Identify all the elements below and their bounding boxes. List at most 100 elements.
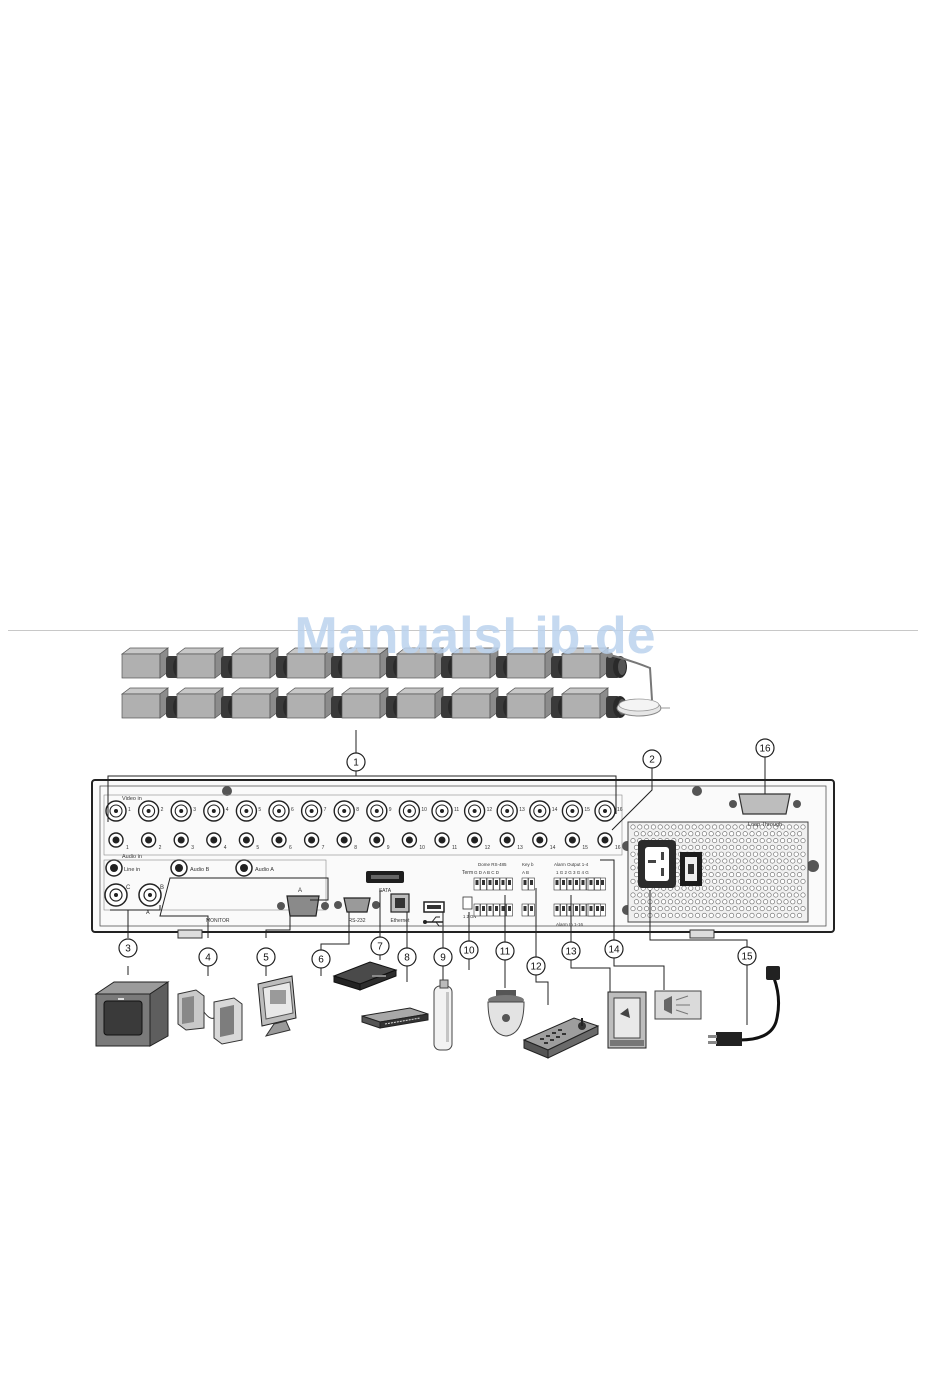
terminal-screw bbox=[573, 877, 580, 891]
rs485-pins: G D A B C D bbox=[474, 870, 500, 875]
audio-input-jack: 14 bbox=[532, 832, 556, 851]
callout-number: 14 bbox=[608, 945, 620, 956]
terminal-screw bbox=[579, 903, 587, 917]
video-input-bnc: 8 bbox=[333, 800, 359, 822]
audio-input-jack: 5 bbox=[238, 832, 259, 851]
terminal-screw bbox=[499, 877, 507, 891]
usb-drive-icon bbox=[433, 979, 453, 1051]
esata-connector: SATA bbox=[366, 871, 404, 894]
terminal-screw bbox=[560, 877, 567, 891]
power-inlet bbox=[638, 840, 676, 888]
audio-channel-label: 7 bbox=[322, 845, 325, 851]
vga-label: A bbox=[298, 888, 302, 894]
callout-marker: 6 bbox=[311, 949, 331, 969]
alarm-output-pins: 1 G 2 G 3 G 4 G bbox=[556, 870, 589, 875]
callout-number: 8 bbox=[404, 953, 410, 964]
page-rule bbox=[8, 630, 918, 631]
network-router-icon bbox=[361, 1007, 429, 1029]
callout-number: 4 bbox=[205, 953, 211, 964]
callout-number: 5 bbox=[263, 953, 269, 964]
video-input-bnc: 3 bbox=[170, 800, 196, 822]
video-input-bnc: 10 bbox=[398, 800, 427, 822]
terminal-screw bbox=[473, 903, 481, 917]
callout-number: 15 bbox=[741, 952, 753, 963]
rs232-connector: RS-232 bbox=[334, 897, 380, 924]
sata-label: SATA bbox=[379, 888, 392, 894]
callout-marker: 11 bbox=[495, 941, 515, 961]
rs485-label: Dome RS-485 bbox=[478, 862, 507, 867]
keyboard-pins: A B bbox=[522, 870, 529, 875]
terminal-screw bbox=[473, 877, 481, 891]
ptz-keyboard-icon bbox=[522, 1017, 600, 1059]
callout-number: 11 bbox=[500, 947, 511, 958]
spot-c-bnc: C bbox=[104, 883, 131, 907]
audio-a-jack: Audio B bbox=[170, 859, 210, 877]
audio-input-jack: 6 bbox=[271, 832, 292, 851]
crt-monitor-icon bbox=[94, 981, 170, 1047]
audio-b-jack: Audio A bbox=[235, 859, 274, 877]
audio-channel-label: 12 bbox=[485, 845, 491, 851]
video-input-bnc: 9 bbox=[366, 800, 392, 822]
rs232-label: RS-232 bbox=[349, 918, 366, 924]
callout-number: 2 bbox=[649, 755, 655, 766]
video-input-bnc: 14 bbox=[529, 800, 558, 822]
audio-channel-label: 8 bbox=[354, 845, 357, 851]
terminal-screw bbox=[594, 877, 601, 891]
dip-switch-label: 1 2 ON bbox=[463, 914, 476, 919]
terminal-screw bbox=[506, 877, 513, 891]
audio-channel-label: 15 bbox=[582, 845, 588, 851]
siren-icon bbox=[654, 990, 702, 1020]
dome-camera-icon bbox=[487, 990, 525, 1037]
door-sensor-icon bbox=[607, 991, 647, 1049]
audio-channel-label: 3 bbox=[191, 845, 194, 851]
audio-input-jack: 3 bbox=[173, 832, 194, 851]
callout-number: 9 bbox=[440, 953, 446, 964]
spot-b-bnc: B bbox=[138, 883, 164, 907]
audio-input-jack: 1 bbox=[108, 832, 129, 851]
callout-leader-lines bbox=[107, 730, 766, 1025]
callout-marker: 7 bbox=[370, 936, 390, 956]
audio-input-jack: 2 bbox=[140, 832, 162, 851]
video-channel-label: 2 bbox=[161, 807, 164, 813]
terminal-screw bbox=[499, 903, 507, 917]
camera-icon bbox=[285, 647, 352, 679]
callout-marker: 15 bbox=[737, 946, 757, 966]
callout-marker: 12 bbox=[526, 956, 546, 976]
audio-input-jack: 10 bbox=[401, 832, 425, 851]
video-channel-label: 9 bbox=[389, 807, 392, 813]
loop-through-label: Loop Through bbox=[748, 822, 782, 828]
video-channel-label: 8 bbox=[356, 807, 359, 813]
vga-connector: A bbox=[277, 888, 329, 917]
callout-number: 13 bbox=[565, 947, 577, 958]
terminal-screw bbox=[579, 877, 587, 891]
audio-input-jack: 4 bbox=[206, 832, 227, 851]
terminal-screw bbox=[521, 877, 529, 891]
terminal-screw bbox=[594, 903, 601, 917]
keyboard-label: Key b bbox=[522, 862, 534, 867]
callout-marker: 2 bbox=[642, 749, 662, 769]
audio-channel-label: 4 bbox=[224, 845, 227, 851]
video-input-bnc: 6 bbox=[268, 800, 294, 822]
terminal-screw bbox=[560, 903, 567, 917]
video-input-bnc: 7 bbox=[300, 800, 327, 822]
external-storage-icon bbox=[332, 961, 398, 991]
terminal-screw bbox=[493, 903, 500, 917]
terminal-screw bbox=[566, 903, 574, 917]
power-cable-icon bbox=[708, 966, 781, 1046]
terminal-screw bbox=[566, 877, 574, 891]
callout-marker: 16 bbox=[755, 738, 775, 758]
callout-number: 7 bbox=[377, 942, 383, 953]
lcd-monitor-icon bbox=[257, 975, 297, 1037]
video-channel-label: 16 bbox=[617, 807, 623, 813]
video-input-bnc: 16 bbox=[594, 800, 623, 822]
callout-number: 10 bbox=[463, 946, 475, 957]
video-channel-label: 15 bbox=[584, 807, 590, 813]
terminal-screw bbox=[493, 877, 500, 891]
speakers-icon bbox=[177, 989, 243, 1045]
callout-marker: 13 bbox=[561, 941, 581, 961]
spot-b-label: B bbox=[160, 885, 164, 891]
terminal-screw bbox=[587, 877, 595, 891]
video-in-label: Video in bbox=[122, 796, 142, 802]
